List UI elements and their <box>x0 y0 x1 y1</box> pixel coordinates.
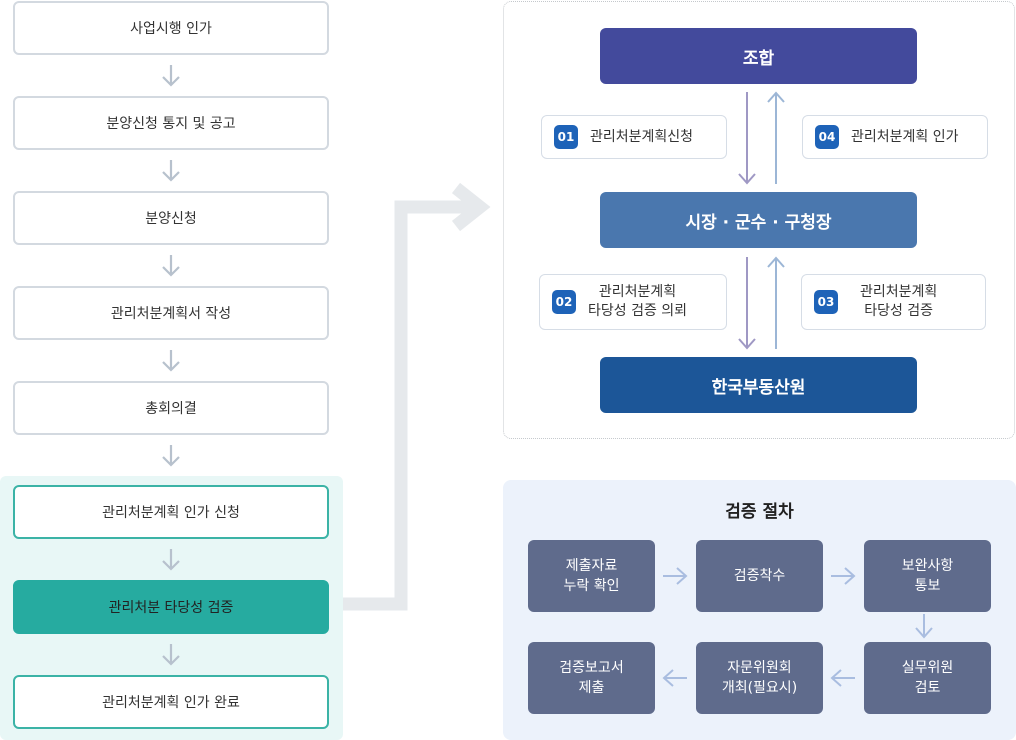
proc-line: 검증보고서 <box>559 660 624 676</box>
proc-line: 제출 <box>578 680 605 696</box>
proc-step-start: 검증착수 <box>696 540 823 612</box>
step-sale-notice: 분양신청 통지 및 공고 <box>13 96 329 150</box>
down-arrow-icon <box>162 255 180 277</box>
proc-line: 제출자료 <box>565 558 618 574</box>
proc-line: 통보 <box>914 578 941 594</box>
label-line: 타당성 검증 <box>864 303 934 319</box>
entity-korea-real-estate-board: 한국부동산원 <box>600 357 917 413</box>
label-line: 타당성 검증 의뢰 <box>588 303 688 319</box>
down-arrow-icon <box>162 160 180 182</box>
down-arrow-icon <box>162 445 180 467</box>
down-arrow-icon <box>162 350 180 372</box>
label-text: 관리처분계획신청 <box>590 128 694 145</box>
proc-line: 실무위원 <box>901 660 954 676</box>
proc-line: 검토 <box>914 680 941 696</box>
down-arrow-icon <box>162 549 180 571</box>
number-badge: 03 <box>814 290 838 314</box>
label-plan-approval: 04 관리처분계획 인가 <box>802 115 988 159</box>
label-inspection-result: 03 관리처분계획 타당성 검증 <box>801 274 986 330</box>
proc-line: 검증착수 <box>733 568 786 584</box>
number-badge: 01 <box>554 125 578 149</box>
entity-union: 조합 <box>600 28 917 84</box>
step-sale-application: 분양신청 <box>13 191 329 245</box>
label-plan-request: 01 관리처분계획신청 <box>541 115 727 159</box>
step-validity-inspection: 관리처분 타당성 검증 <box>13 580 329 634</box>
step-approval-complete: 관리처분계획 인가 완료 <box>13 675 329 729</box>
down-arrow-icon <box>162 644 180 666</box>
step-approval-request: 관리처분계획 인가 신청 <box>13 485 329 539</box>
step-plan-writing: 관리처분계획서 작성 <box>13 286 329 340</box>
label-text: 관리처분계획 인가 <box>851 128 959 145</box>
number-badge: 02 <box>552 290 576 314</box>
label-inspection-request: 02 관리처분계획 타당성 검증 의뢰 <box>539 274 727 330</box>
flow-diagram-panel <box>503 1 1015 439</box>
step-general-meeting: 총회의결 <box>13 381 329 435</box>
step-project-approval: 사업시행 인가 <box>13 1 329 55</box>
label-text: 관리처분계획 타당성 검증 의뢰 <box>588 283 687 321</box>
number-badge: 04 <box>815 125 839 149</box>
label-text: 관리처분계획 타당성 검증 <box>860 283 937 321</box>
entity-local-government: 시장 · 군수 · 구청장 <box>600 192 917 248</box>
proc-line: 보완사항 <box>901 558 954 574</box>
proc-line: 개최(필요시) <box>721 680 798 696</box>
proc-line: 자문위원회 <box>727 660 792 676</box>
proc-line: 누락 확인 <box>563 578 620 594</box>
label-line: 관리처분계획 <box>860 284 938 300</box>
procedure-title: 검증 절차 <box>725 502 794 522</box>
down-arrow-icon <box>162 65 180 87</box>
label-line: 관리처분계획 <box>598 284 677 300</box>
